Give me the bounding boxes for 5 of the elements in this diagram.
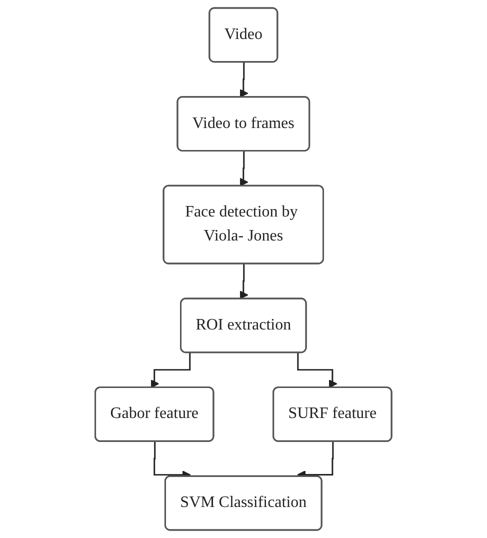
arrow bbox=[150, 352, 191, 388]
arrow bbox=[297, 352, 338, 388]
arrow bbox=[239, 151, 248, 187]
arrow bbox=[239, 62, 248, 98]
arrow bbox=[239, 264, 248, 300]
